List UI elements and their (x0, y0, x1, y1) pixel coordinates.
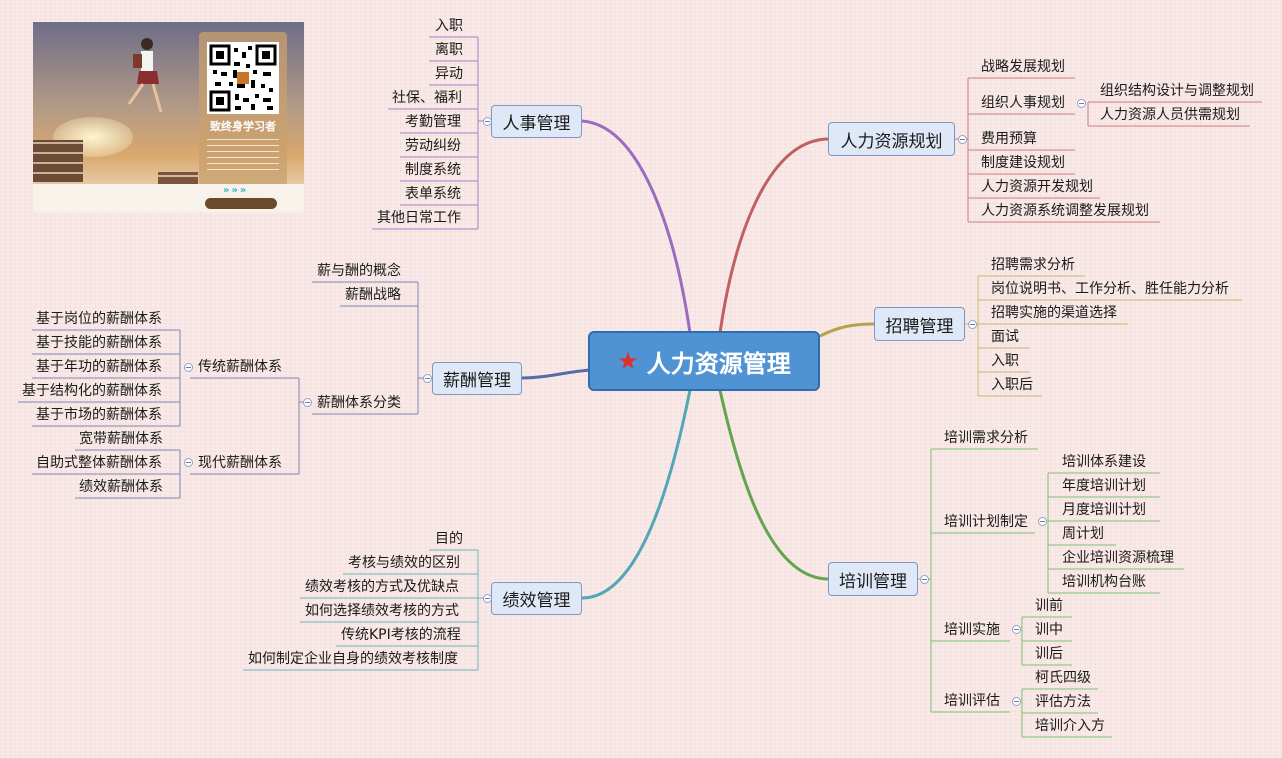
topic-recruit-needs[interactable]: 招聘需求分析 (991, 257, 1075, 273)
topic-purpose[interactable]: 目的 (435, 531, 463, 547)
topic-training-vendors[interactable]: 培训机构台账 (1062, 574, 1146, 590)
topic-seniority-based[interactable]: 基于年功的薪酬体系 (36, 359, 162, 375)
topic-position-based[interactable]: 基于岗位的薪酬体系 (36, 311, 162, 327)
topic-training-system[interactable]: 培训体系建设 (1062, 454, 1146, 470)
branch-training[interactable]: 培训管理 (828, 562, 918, 596)
topic-kirkpatrick[interactable]: 柯氏四级 (1035, 670, 1091, 686)
topic-attendance[interactable]: 考勤管理 (405, 114, 461, 130)
topic-training-needs[interactable]: 培训需求分析 (944, 430, 1028, 446)
topic-pay-concept[interactable]: 薪与酬的概念 (317, 263, 401, 279)
topic-onboarding[interactable]: 入职 (435, 18, 463, 34)
topic-during-training[interactable]: 训中 (1035, 622, 1063, 638)
promo-title: 致终身学习者 (210, 120, 276, 133)
topic-pay-system-types[interactable]: 薪酬体系分类 (317, 395, 401, 411)
topic-choose-method[interactable]: 如何选择绩效考核的方式 (305, 603, 459, 619)
topic-appraisal-methods[interactable]: 绩效考核的方式及优缺点 (305, 579, 459, 595)
branch-hr-planning[interactable]: 人力资源规划 (828, 122, 955, 156)
topic-system-adjustment-planning[interactable]: 人力资源系统调整发展规划 (981, 203, 1149, 219)
central-topic-label: 人力资源管理 (646, 349, 791, 378)
collapse-toggle-icon[interactable] (1038, 517, 1047, 526)
topic-labor-dispute[interactable]: 劳动纠纷 (405, 138, 461, 154)
collapse-toggle-icon[interactable] (1012, 697, 1021, 706)
qr-code-icon[interactable] (207, 42, 279, 114)
central-topic[interactable]: ★ 人力资源管理 (588, 331, 820, 391)
topic-job-analysis[interactable]: 岗位说明书、工作分析、胜任能力分析 (991, 281, 1229, 297)
star-icon: ★ (617, 347, 639, 375)
topic-annual-plan[interactable]: 年度培训计划 (1062, 478, 1146, 494)
topic-traditional-pay[interactable]: 传统薪酬体系 (198, 359, 282, 375)
topic-strategic-planning[interactable]: 战略发展规划 (981, 59, 1065, 75)
topic-training-stakeholders[interactable]: 培训介入方 (1035, 718, 1105, 734)
topic-monthly-plan[interactable]: 月度培训计划 (1062, 502, 1146, 518)
collapse-toggle-icon[interactable] (920, 575, 929, 584)
topic-resignation[interactable]: 离职 (435, 42, 463, 58)
branch-compensation[interactable]: 薪酬管理 (432, 362, 522, 395)
promo-follow-button[interactable] (205, 198, 277, 209)
topic-market-based[interactable]: 基于市场的薪酬体系 (36, 407, 162, 423)
branch-performance[interactable]: 绩效管理 (491, 582, 582, 615)
book-stack (33, 140, 83, 182)
collapse-toggle-icon[interactable] (184, 458, 193, 467)
topic-org-personnel-planning[interactable]: 组织人事规划 (981, 95, 1065, 111)
topic-policy-planning[interactable]: 制度建设规划 (981, 155, 1065, 171)
topic-training-evaluation[interactable]: 培训评估 (944, 693, 1000, 709)
topic-skill-based[interactable]: 基于技能的薪酬体系 (36, 335, 162, 351)
branch-personnel[interactable]: 人事管理 (491, 105, 582, 138)
collapse-toggle-icon[interactable] (1077, 99, 1086, 108)
collapse-toggle-icon[interactable] (303, 398, 312, 407)
topic-recruit-channels[interactable]: 招聘实施的渠道选择 (991, 305, 1117, 321)
topic-appraisal-vs-performance[interactable]: 考核与绩效的区别 (348, 555, 460, 571)
topic-policy-system[interactable]: 制度系统 (405, 162, 461, 178)
topic-training-plan[interactable]: 培训计划制定 (944, 514, 1028, 530)
arrow-icons: »»» (223, 185, 249, 196)
collapse-toggle-icon[interactable] (1012, 625, 1021, 634)
topic-training-implementation[interactable]: 培训实施 (944, 622, 1000, 638)
topic-form-system[interactable]: 表单系统 (405, 186, 461, 202)
collapse-toggle-icon[interactable] (958, 135, 967, 144)
topic-post-onboarding[interactable]: 入职后 (991, 377, 1033, 393)
branch-recruitment[interactable]: 招聘管理 (874, 307, 965, 341)
topic-development-planning[interactable]: 人力资源开发规划 (981, 179, 1093, 195)
topic-modern-pay[interactable]: 现代薪酬体系 (198, 455, 282, 471)
topic-structure-based[interactable]: 基于结构化的薪酬体系 (22, 383, 162, 399)
topic-weekly-plan[interactable]: 周计划 (1062, 526, 1104, 542)
topic-transfer[interactable]: 异动 (435, 66, 463, 82)
collapse-toggle-icon[interactable] (184, 363, 193, 372)
topic-pre-training[interactable]: 训前 (1035, 598, 1063, 614)
jumping-student-figure (127, 38, 163, 113)
collapse-toggle-icon[interactable] (483, 117, 492, 126)
topic-social-insurance[interactable]: 社保、福利 (392, 90, 462, 106)
topic-budget[interactable]: 费用预算 (981, 131, 1037, 147)
topic-org-structure-planning[interactable]: 组织结构设计与调整规划 (1100, 83, 1254, 99)
promo-description-lines (207, 136, 279, 170)
promo-image: 致终身学习者 »»» (33, 22, 304, 212)
topic-interview[interactable]: 面试 (991, 329, 1019, 345)
topic-training-resources[interactable]: 企业培训资源梳理 (1062, 550, 1174, 566)
topic-custom-appraisal[interactable]: 如何制定企业自身的绩效考核制度 (248, 651, 458, 667)
topic-supply-demand-planning[interactable]: 人力资源人员供需规划 (1100, 107, 1240, 123)
topic-post-training[interactable]: 训后 (1035, 646, 1063, 662)
topic-cafeteria-pay[interactable]: 自助式整体薪酬体系 (36, 455, 162, 471)
collapse-toggle-icon[interactable] (968, 320, 977, 329)
topic-kpi-process[interactable]: 传统KPI考核的流程 (341, 627, 461, 643)
topic-evaluation-methods[interactable]: 评估方法 (1035, 694, 1091, 710)
topic-daily-work[interactable]: 其他日常工作 (377, 210, 461, 226)
topic-broadband-pay[interactable]: 宽带薪酬体系 (79, 431, 163, 447)
topic-pay-strategy[interactable]: 薪酬战略 (345, 287, 401, 303)
topic-recruit-onboarding[interactable]: 入职 (991, 353, 1019, 369)
topic-performance-pay[interactable]: 绩效薪酬体系 (79, 479, 163, 495)
collapse-toggle-icon[interactable] (423, 374, 432, 383)
collapse-toggle-icon[interactable] (483, 594, 492, 603)
